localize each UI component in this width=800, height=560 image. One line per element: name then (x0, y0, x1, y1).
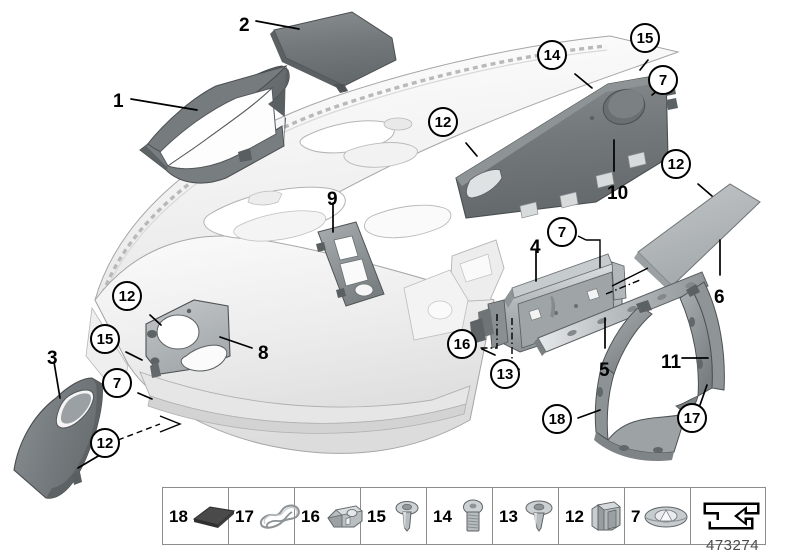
legend-number: 18 (169, 506, 188, 526)
callout-bubble-12-b12c[interactable]: 12 (112, 281, 142, 311)
legend-cell-symbol[interactable] (691, 488, 765, 544)
spring-clip-icon (256, 488, 306, 544)
leader-lines (53, 20, 721, 469)
arrow-bracket-icon (699, 488, 765, 544)
callout-number-10[interactable]: 10 (607, 183, 629, 204)
part-18-inner-curved-moulding (594, 300, 687, 462)
legend-number: 7 (631, 506, 641, 526)
leader-line-l8 (219, 336, 253, 349)
part-1-driver-trim-bezel (139, 65, 290, 184)
callout-number-8[interactable]: 8 (258, 343, 269, 364)
foam-pad-icon (190, 488, 238, 544)
callout-number-9[interactable]: 9 (327, 189, 338, 210)
leader-line-l3 (53, 361, 61, 399)
callout-bubble-18-b18[interactable]: 18 (542, 404, 572, 434)
leader-line-l7c (137, 392, 153, 400)
leader-line-l15b (125, 351, 143, 361)
drawing-number: 473274 (706, 537, 760, 554)
legend-number: 16 (301, 506, 320, 526)
leader-line-l1 (130, 98, 198, 111)
right-ghost-structure (403, 269, 469, 341)
legend-cell-14[interactable]: 14 (427, 488, 493, 544)
torx-screw-icon (388, 488, 426, 544)
callout-number-6[interactable]: 6 (714, 287, 725, 308)
legend-number: 17 (235, 506, 254, 526)
leader-line-l15a (639, 59, 649, 71)
callout-bubble-7-b7c[interactable]: 7 (102, 368, 132, 398)
legend-number: 12 (565, 506, 584, 526)
legend-cell-15[interactable]: 15 (361, 488, 427, 544)
leader-line-l12c (149, 314, 162, 326)
cone-washer-icon (642, 488, 690, 544)
callout-bubble-14-b14[interactable]: 14 (537, 40, 567, 70)
spring-nut-icon (586, 488, 626, 544)
callout-bubble-17-b17[interactable]: 17 (677, 403, 707, 433)
leader-line-l16 (481, 348, 496, 356)
leader-line-l12b (697, 183, 713, 197)
legend-cell-18[interactable]: 18 (163, 488, 236, 544)
leader-line-l12a (465, 142, 478, 157)
callout-number-2[interactable]: 2 (239, 15, 250, 36)
pan-head-screw-icon (454, 488, 492, 544)
part-9-trim-strip (316, 221, 385, 307)
legend-cell-16[interactable]: 16 (295, 488, 363, 544)
callout-number-11[interactable]: 11 (661, 352, 682, 373)
part-8-centre-support-bracket (145, 299, 231, 378)
part-6-right-trim-panel (634, 183, 761, 292)
leader-line-l18 (577, 409, 601, 419)
legend-cell-7[interactable]: 7 (625, 488, 691, 544)
callout-bubble-13-b13[interactable]: 13 (490, 359, 520, 389)
callout-number-4[interactable]: 4 (530, 237, 541, 258)
callout-bubble-12-b12d[interactable]: 12 (90, 428, 120, 458)
callout-bubble-7-b7a[interactable]: 7 (648, 65, 678, 95)
callout-number-1[interactable]: 1 (113, 91, 124, 112)
part-4-glovebox-frame (470, 253, 627, 353)
callout-bubble-7-b7b[interactable]: 7 (547, 217, 577, 247)
part-3-left-end-cap (13, 377, 103, 499)
legend-cell-17[interactable]: 17 (229, 488, 300, 544)
callout-bubble-15-b15a[interactable]: 15 (630, 23, 660, 53)
leader-line-l14 (574, 73, 593, 89)
metal-clip-nut-icon (322, 488, 368, 544)
legend-number: 14 (433, 506, 452, 526)
callout-bubble-15-b15b[interactable]: 15 (90, 324, 120, 354)
callout-bubble-16-b16[interactable]: 16 (447, 329, 477, 359)
part-10-upper-dark-panel (455, 70, 678, 219)
part-2-upper-trim-panel (270, 11, 397, 93)
callout-number-3[interactable]: 3 (47, 348, 58, 369)
callout-number-5[interactable]: 5 (599, 360, 610, 381)
legend-number: 15 (367, 506, 386, 526)
callout-bubble-12-b12b[interactable]: 12 (661, 149, 691, 179)
callout-bubble-12-b12a[interactable]: 12 (428, 107, 458, 137)
legend-cell-13[interactable]: 13 (493, 488, 559, 544)
arrow-leaders (117, 235, 649, 441)
fastener-legend-strip: 18 17 16 15 14 13 12 7 (162, 487, 766, 545)
legend-number: 13 (499, 506, 518, 526)
flange-screw-icon (520, 488, 558, 544)
leader-line-l2 (255, 20, 300, 30)
leader-line-l17 (699, 384, 708, 406)
legend-cell-12[interactable]: 12 (559, 488, 625, 544)
